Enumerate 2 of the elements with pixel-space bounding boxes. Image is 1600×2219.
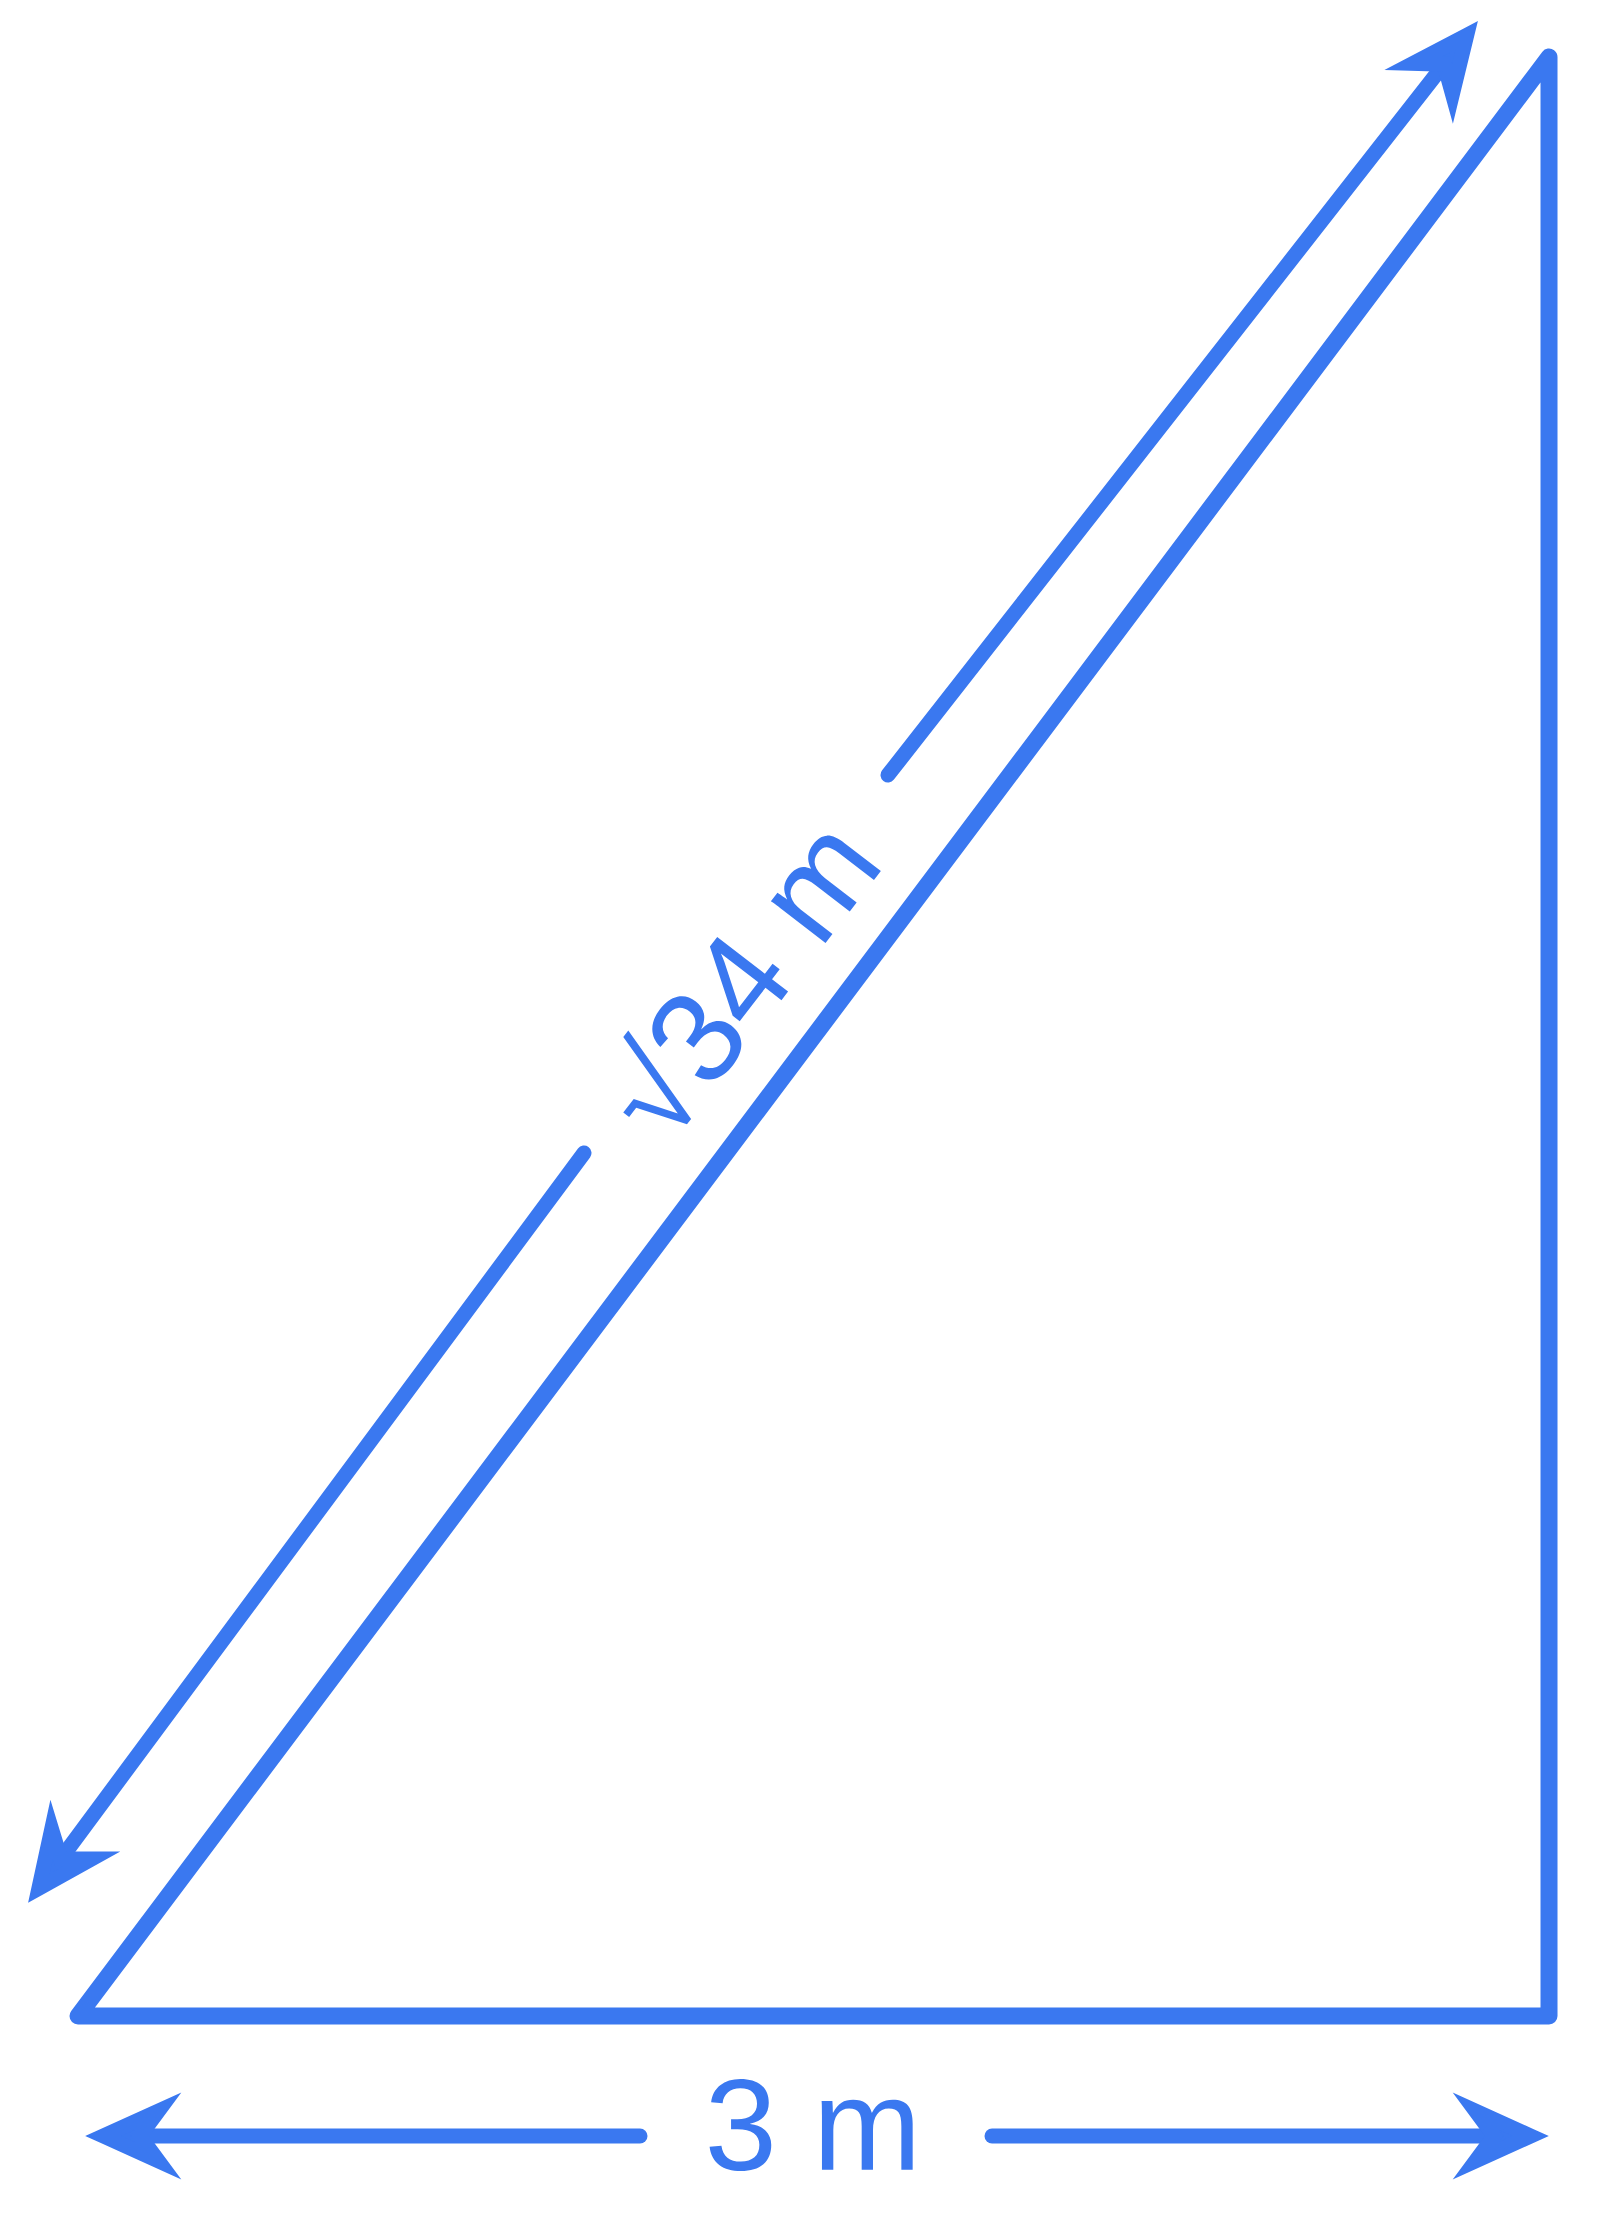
dimension-label: 3 m (709, 2078, 913, 2171)
dimension-label: √34 m (623, 835, 881, 1125)
